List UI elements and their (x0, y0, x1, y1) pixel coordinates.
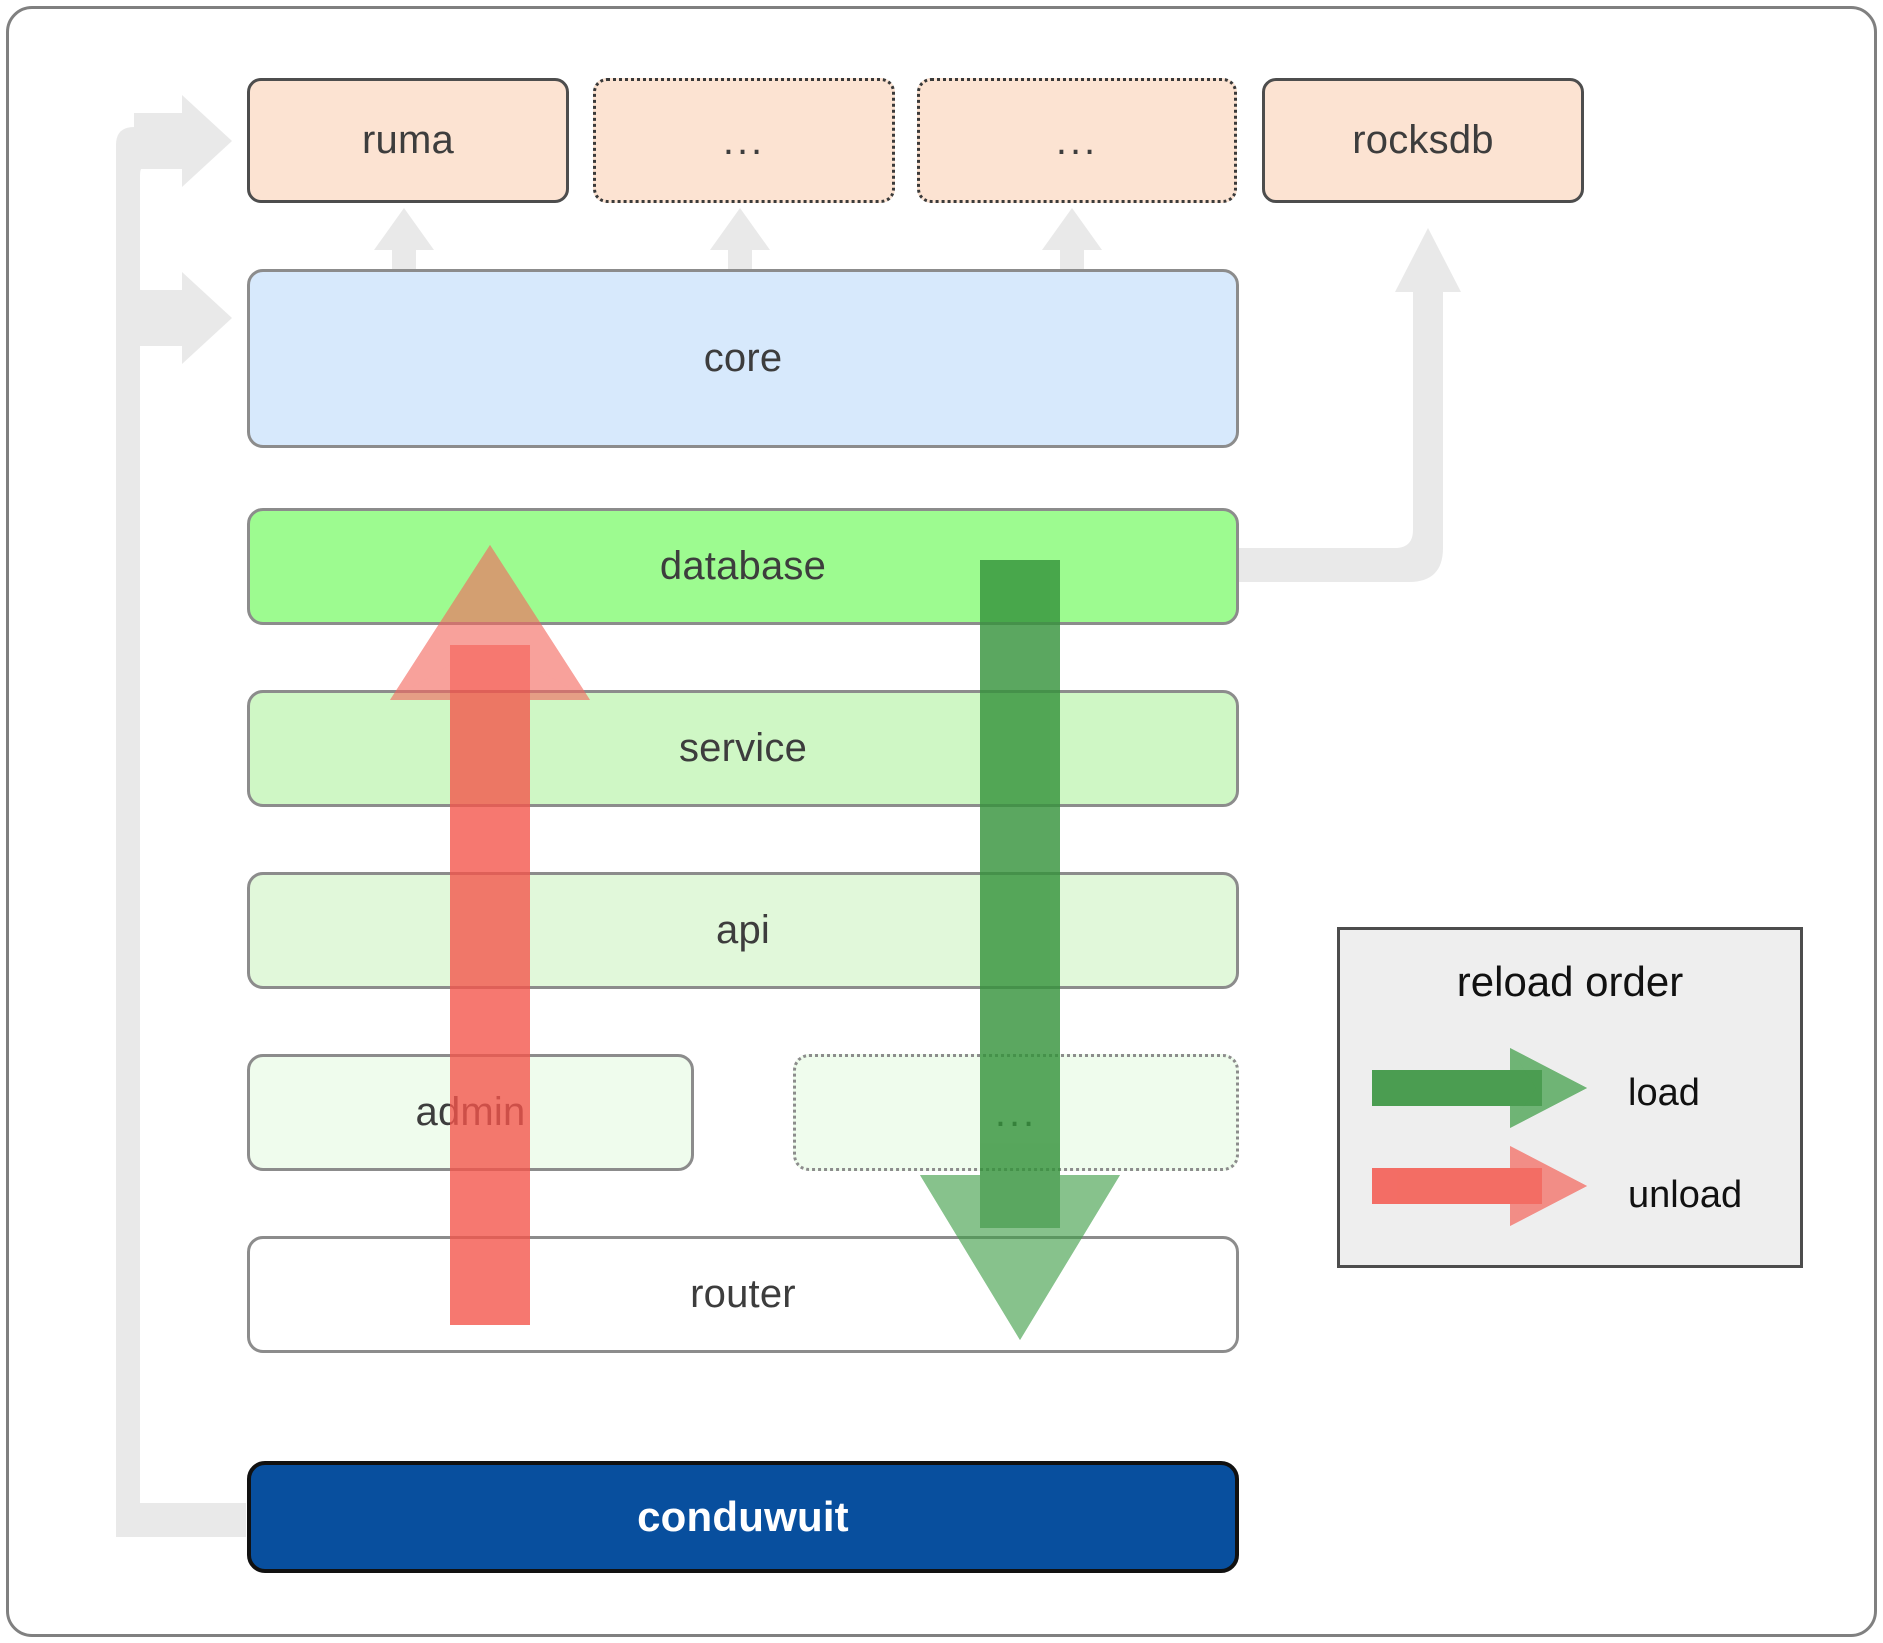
stack-box-database[interactable]: database (247, 508, 1239, 625)
connector-group (116, 95, 1461, 1537)
connector-arrow-core-to-dep2 (710, 208, 770, 272)
legend-load-arrow-notch (1510, 1048, 1587, 1128)
legend-unload-arrow-icon (1372, 1146, 1587, 1226)
legend-unload-arrow-notch (1510, 1146, 1587, 1226)
dependency-box-ruma[interactable]: ruma (247, 78, 569, 203)
stack-box-router[interactable]: router (247, 1236, 1239, 1353)
conduwuit-label: conduwuit (637, 1493, 849, 1540)
connector-left-trunk (116, 127, 200, 1525)
core-box[interactable]: core (247, 269, 1239, 448)
dependency-label-ruma: ruma (362, 118, 454, 162)
connector-arrow-core-to-ruma (374, 208, 434, 272)
legend-label-unload: unload (1628, 1174, 1743, 1216)
legend-title: reload order (1456, 958, 1684, 1005)
dependency-label-rocksdb: rocksdb (1352, 118, 1494, 162)
dependency-box-placeholder-1[interactable]: ... (593, 78, 895, 203)
unload-arrow-icon (390, 545, 590, 1325)
load-arrow-notch (920, 1175, 1120, 1340)
legend-unload-arrow-shaft (1372, 1168, 1542, 1204)
dependency-box-rocksdb[interactable]: rocksdb (1262, 78, 1584, 203)
load-arrow-shaft-highlight (980, 560, 1060, 1228)
diagram-frame (6, 6, 1877, 1637)
dependency-box-placeholder-2[interactable]: ... (917, 78, 1237, 203)
conduwuit-box[interactable]: conduwuit (247, 1461, 1239, 1573)
connector-arrow-core (134, 272, 232, 364)
unload-arrow-notch (390, 545, 590, 700)
stack-label-api: api (716, 908, 770, 952)
legend-load-arrow-shaft (1372, 1070, 1542, 1106)
stack-label-database: database (659, 544, 827, 588)
stack-label-service: service (678, 726, 808, 770)
stack-box-api[interactable]: api (247, 872, 1239, 989)
legend-panel: reload order load unload (1337, 927, 1803, 1268)
connector-database-to-rocksdb (1239, 228, 1461, 582)
legend-label-load: load (1628, 1072, 1700, 1114)
unload-arrow-shape (390, 545, 590, 1325)
unload-arrow-shaft-highlight (450, 645, 530, 1325)
stack-box-service[interactable]: service (247, 690, 1239, 807)
legend-arrow-layer (1372, 1048, 1587, 1226)
core-label: core (703, 336, 783, 380)
stack-label-router: router (690, 1272, 796, 1316)
connector-arrow-core-to-dep3 (1042, 208, 1102, 272)
connector-arrow-ruma (134, 95, 232, 187)
connector-to-conduwuit (116, 1503, 246, 1537)
